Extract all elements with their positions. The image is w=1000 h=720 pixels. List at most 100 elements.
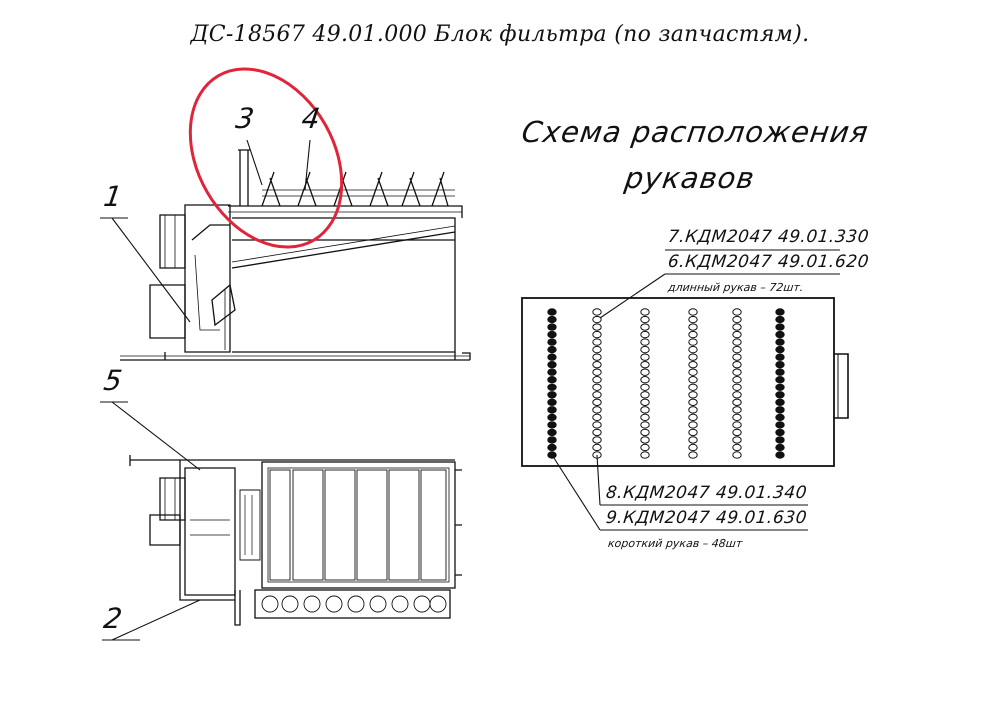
sleeve-ring <box>547 383 557 391</box>
sleeve-ring <box>688 345 698 354</box>
sleeve-ring <box>640 421 650 429</box>
sleeve-ring <box>640 330 650 339</box>
sleeve-ring <box>688 436 698 444</box>
sleeve-ring <box>688 368 698 376</box>
sleeve-ring <box>732 308 742 316</box>
sleeve-ring <box>592 383 602 391</box>
sleeve-holders-top <box>261 171 455 207</box>
sleeve-ring <box>592 330 602 339</box>
sleeve-ring <box>640 323 650 331</box>
sleeve-ring <box>775 376 785 384</box>
sleeve-ring <box>592 428 602 437</box>
sleeve-ring <box>547 443 557 452</box>
sleeve-ring <box>688 451 698 459</box>
sleeve-ring <box>732 323 742 331</box>
sleeve-ring <box>640 443 650 452</box>
sleeve-ring <box>547 308 557 316</box>
sleeve-ring <box>732 428 742 437</box>
sleeve-ring <box>688 421 698 429</box>
sleeve-ring <box>592 308 602 316</box>
sleeve-ring <box>688 338 698 346</box>
sleeve-ring <box>688 360 698 369</box>
sleeve-ring <box>688 308 698 316</box>
sleeve-ring <box>732 436 742 444</box>
sleeve-ring <box>688 315 698 324</box>
sleeve-ring <box>592 436 602 444</box>
sleeve-ring <box>640 391 650 399</box>
sleeve-ring <box>640 308 650 316</box>
sleeve-ring <box>775 406 785 414</box>
sleeve-ring <box>688 406 698 414</box>
sleeve-ring <box>592 345 602 354</box>
sleeve-ring <box>775 368 785 376</box>
sleeve-ring <box>775 315 785 324</box>
sleeve-ring <box>732 398 742 407</box>
sleeve-ring <box>688 383 698 391</box>
sleeve-ring <box>732 345 742 354</box>
sleeve-ring <box>640 406 650 414</box>
sleeve-ring <box>775 451 785 459</box>
sleeve-ring <box>592 413 602 422</box>
sleeve-ring <box>592 315 602 324</box>
sleeve-ring <box>640 338 650 346</box>
sleeve-ring <box>640 383 650 391</box>
highlight-ellipse <box>188 67 344 249</box>
sleeve-ring <box>775 398 785 407</box>
sleeve-ring <box>592 398 602 407</box>
sleeve-ring <box>640 345 650 354</box>
sleeve-ring <box>775 345 785 354</box>
sleeve-ring <box>688 391 698 399</box>
sleeve-ring <box>547 345 557 354</box>
sleeve-ring <box>640 368 650 376</box>
sleeve-ring <box>732 413 742 422</box>
sleeve-ring <box>688 428 698 437</box>
part-9-code: 9.КДМ2047 49.01.630 <box>604 508 808 528</box>
sleeve-ring <box>547 315 557 324</box>
sleeve-ring <box>732 360 742 369</box>
sleeve-ring <box>732 338 742 346</box>
sleeve-ring <box>732 353 742 361</box>
sleeve-ring <box>547 360 557 369</box>
sleeve-ring <box>775 353 785 361</box>
sleeve-ring <box>547 398 557 407</box>
sleeve-ring <box>640 451 650 459</box>
sleeve-ring <box>732 451 742 459</box>
sleeve-ring <box>547 436 557 444</box>
sleeve-ring <box>775 428 785 437</box>
leader-lines <box>100 139 840 641</box>
sleeve-ring <box>592 376 602 384</box>
sleeve-ring <box>547 376 557 384</box>
sleeve-ring <box>775 338 785 346</box>
sleeve-ring <box>547 330 557 339</box>
sleeve-ring <box>547 428 557 437</box>
sleeve-ring <box>547 338 557 346</box>
sleeve-ring <box>547 406 557 414</box>
sleeve-ring <box>592 406 602 414</box>
sleeve-ring <box>640 398 650 407</box>
sleeve-ring <box>732 443 742 452</box>
sleeve-ring <box>732 406 742 414</box>
sleeve-ring <box>732 376 742 384</box>
sleeve-ring <box>592 338 602 346</box>
sleeve-ring <box>688 330 698 339</box>
sleeve-ring <box>775 436 785 444</box>
sleeve-ring <box>775 391 785 399</box>
sleeve-ring <box>732 368 742 376</box>
sleeve-ring <box>688 443 698 452</box>
sleeve-ring <box>640 353 650 361</box>
scheme-heading-line-1: Схема расположения <box>519 115 871 149</box>
short-sleeve-note: короткий рукав – 48шт <box>607 537 743 550</box>
sleeve-ring <box>547 368 557 376</box>
sleeve-ring <box>775 421 785 429</box>
sleeve-ring <box>592 360 602 369</box>
sleeve-ring <box>732 330 742 339</box>
sleeve-columns <box>547 308 785 459</box>
sleeve-ring <box>547 323 557 331</box>
sleeve-ring <box>640 436 650 444</box>
sleeve-ring <box>732 421 742 429</box>
sleeve-ring <box>775 360 785 369</box>
sleeve-ring <box>775 323 785 331</box>
sleeve-ring <box>547 353 557 361</box>
sleeve-ring <box>547 413 557 422</box>
